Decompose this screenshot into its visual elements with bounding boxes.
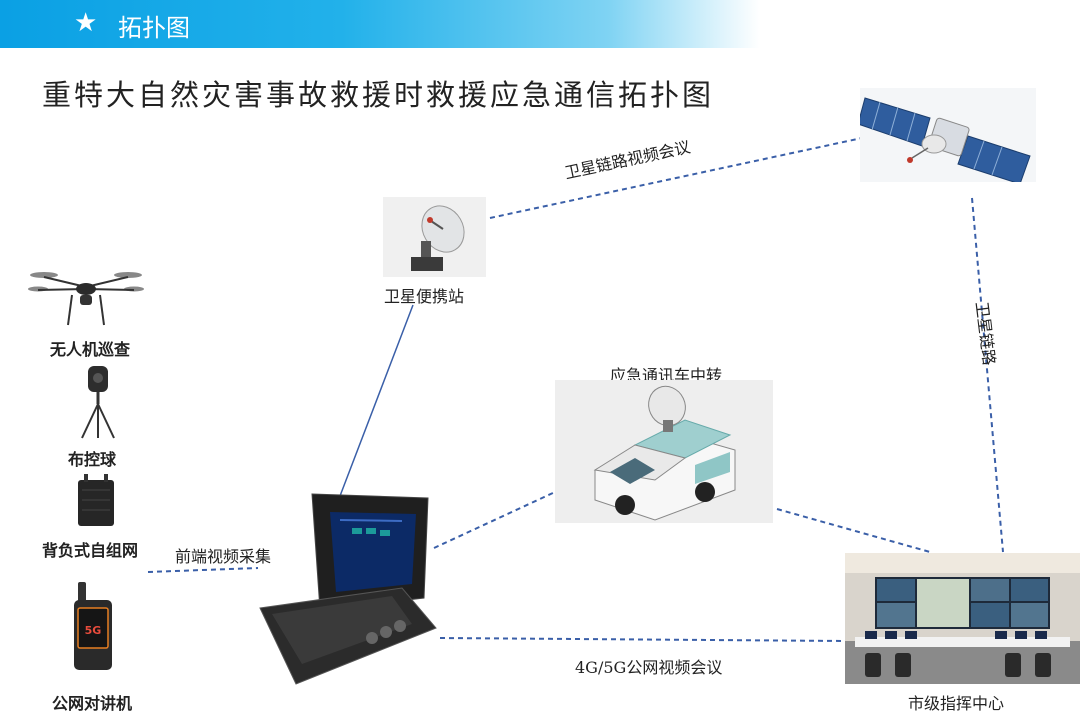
satellite-node <box>857 88 1036 185</box>
star-icon: ★ <box>74 8 98 38</box>
command-center-label: 市级指挥中心 <box>908 694 1005 713</box>
link-station-terminal <box>339 304 414 497</box>
drone-node <box>28 265 144 329</box>
header-title: 拓扑图 <box>118 14 190 42</box>
backpack-label: 背负式自组网 <box>42 541 139 560</box>
field-terminal-icon <box>259 493 437 685</box>
label-public-net-video: 4G/5G公网视频会议 <box>575 658 723 677</box>
ptt-phone-label: 公网对讲机 <box>52 694 133 713</box>
ptt-phone-badge: 5G <box>85 624 102 637</box>
link-vehicle-center <box>776 508 931 553</box>
link-satellite-center <box>971 197 1004 553</box>
command-vehicle-node <box>555 380 773 523</box>
link-station-satellite <box>489 137 863 219</box>
ptz-camera-node <box>76 364 120 440</box>
backpack-node <box>74 474 118 528</box>
backpack-radio-icon <box>78 474 114 526</box>
ptz-camera-icon <box>81 366 115 439</box>
command-center-icon <box>845 553 1080 684</box>
ptz-camera-label: 布控球 <box>68 450 117 469</box>
drone-label: 无人机巡查 <box>50 340 131 359</box>
satellite-dish-icon <box>411 205 465 271</box>
satellite-station-label: 卫星便携站 <box>384 287 465 306</box>
ptt-phone-icon: 5G <box>74 582 112 670</box>
link-front-terminal <box>147 567 259 573</box>
ptt-phone-node: 5G <box>70 582 116 670</box>
satellite-icon <box>857 97 1031 185</box>
satellite-station-node <box>383 197 486 277</box>
link-terminal-vehicle <box>433 491 556 549</box>
page-title: 重特大自然灾害事故救援时救援应急通信拓扑图 <box>42 78 715 112</box>
command-center-node <box>845 553 1080 684</box>
header-bar <box>0 0 760 48</box>
vehicle-icon <box>593 385 736 521</box>
field-terminal-node <box>252 488 438 690</box>
link-terminal-center <box>439 637 846 642</box>
label-front-video: 前端视频采集 <box>175 547 272 566</box>
drone-icon <box>28 272 144 326</box>
